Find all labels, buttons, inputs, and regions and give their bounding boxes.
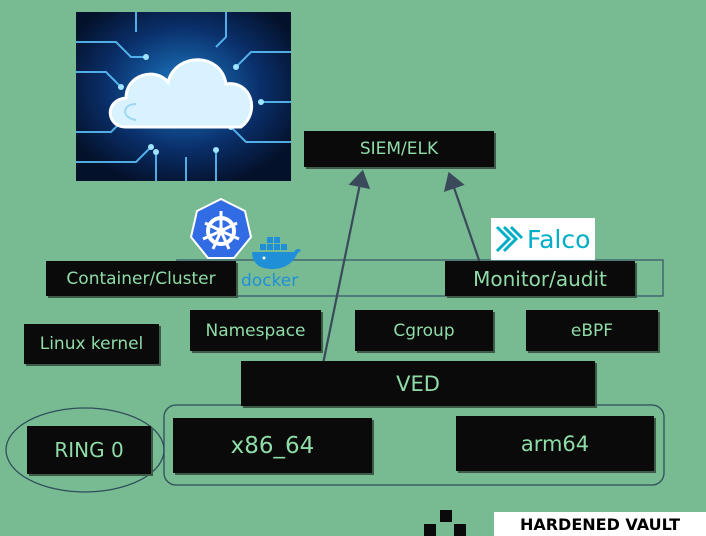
arrow-ved-to-siem	[320, 169, 371, 370]
kubernetes-icon	[189, 197, 253, 259]
x86-64-node: x86_64	[173, 418, 372, 473]
arrow-monitor-to-siem	[443, 171, 482, 264]
monitor-audit-node: Monitor/audit	[445, 261, 635, 296]
hardened-vault-logo: HARDENED VAULT	[494, 512, 706, 536]
cloud-circuit-image	[76, 12, 291, 181]
container-cluster-node: Container/Cluster	[46, 261, 236, 296]
cgroup-node: Cgroup	[355, 310, 493, 351]
ring0-node: RING 0	[27, 426, 151, 474]
falco-icon	[495, 225, 524, 253]
namespace-node: Namespace	[190, 310, 321, 351]
pixel-blocks-icon	[424, 510, 466, 536]
ring0-outer-ellipse	[5, 407, 165, 493]
docker-whale-icon	[252, 237, 301, 270]
falco-logo: Falco	[491, 218, 595, 260]
ved-node: VED	[241, 361, 595, 406]
arm64-node: arm64	[456, 416, 654, 471]
ebpf-node: eBPF	[526, 310, 658, 351]
linux-kernel-node: Linux kernel	[24, 324, 159, 364]
docker-logo-text: docker	[241, 271, 299, 291]
siem-elk-node: SIEM/ELK	[304, 131, 494, 167]
falco-logo-text: Falco	[527, 224, 591, 254]
